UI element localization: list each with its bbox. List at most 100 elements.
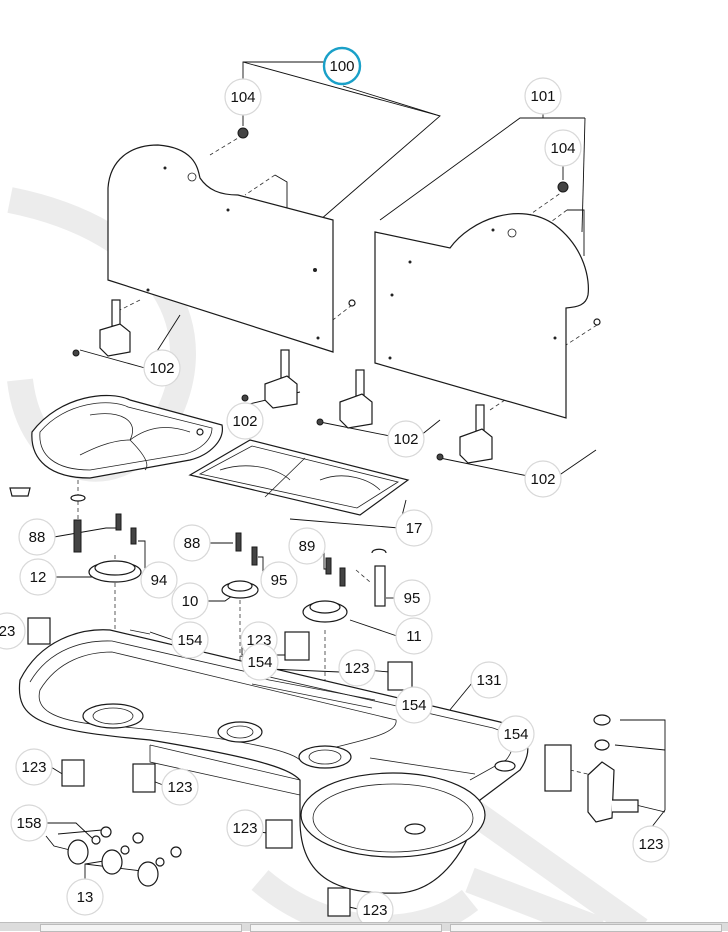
callout-circle: [470, 661, 508, 699]
callout-number: 23: [0, 623, 15, 640]
callout-circle: [10, 804, 48, 842]
hinge-bracket-3: [316, 369, 373, 429]
callout-number: 102: [149, 360, 174, 377]
control-knobs: [67, 826, 182, 887]
callout-c123e: 123: [161, 768, 199, 806]
callout-circle: [395, 686, 433, 724]
callout-number: 123: [232, 820, 257, 837]
callout-c102c: 102: [387, 420, 425, 458]
callout-number: 154: [177, 632, 202, 649]
screw-2: [593, 318, 601, 326]
callout-c123c: 123: [338, 649, 376, 687]
callout-c102a: 102: [143, 349, 181, 387]
callout-c102d: 102: [524, 460, 562, 498]
callout-number: 154: [401, 697, 426, 714]
callout-circle: [173, 524, 211, 562]
callout-c12: 12: [19, 558, 57, 596]
callout-c158: 158: [10, 804, 48, 842]
callout-c88a: 88: [18, 518, 56, 556]
callout-circle: [18, 518, 56, 556]
callout-circle: [497, 715, 535, 753]
callout-number: 102: [393, 431, 418, 448]
callout-c94: 94: [140, 561, 178, 599]
callout-number: 154: [247, 654, 272, 671]
callout-number: 101: [530, 88, 555, 105]
callout-number: 89: [299, 538, 316, 555]
callout-number: 88: [184, 535, 201, 552]
callout-circle: [66, 878, 104, 916]
callout-c154a: 154: [171, 621, 209, 659]
callout-c123h: 123: [356, 891, 394, 929]
callout-number: 123: [344, 660, 369, 677]
callout-circle: [0, 612, 26, 650]
pan-support-left: [31, 394, 223, 479]
callout-c102b: 102: [226, 402, 264, 440]
callout-c123d: 123: [15, 748, 53, 786]
callout-number: 100: [329, 58, 354, 75]
left-windshield-panel: [107, 144, 334, 353]
callout-circle: [226, 402, 264, 440]
callout-circle: [524, 77, 562, 115]
callout-circle: [143, 349, 181, 387]
callout-circle: [224, 78, 262, 116]
callout-c17: 17: [395, 509, 433, 547]
callout-c104b: 104: [544, 129, 582, 167]
callout-number: 13: [77, 889, 94, 906]
callout-number: 12: [30, 569, 47, 586]
callout-c10: 10: [171, 582, 209, 620]
callout-circle: [387, 420, 425, 458]
callout-c123g: 123: [632, 825, 670, 863]
callout-c101: 101: [524, 77, 562, 115]
callout-circle: [19, 558, 57, 596]
callout-circle: [15, 748, 53, 786]
right-windshield-panel: [374, 213, 589, 419]
screw-1: [348, 299, 356, 307]
callout-c89: 89: [288, 527, 326, 565]
callout-c95b: 95: [393, 579, 431, 617]
hob-sink-unit: [18, 629, 529, 894]
callout-number: 158: [16, 815, 41, 832]
callout-number: 123: [21, 759, 46, 776]
bottom-tab-3[interactable]: [450, 924, 722, 932]
callout-number: 102: [232, 413, 257, 430]
callout-c13: 13: [66, 878, 104, 916]
callout-circle: [288, 527, 326, 565]
callout-number: 17: [406, 520, 423, 537]
callout-number: 88: [29, 529, 46, 546]
callout-c11: 11: [395, 617, 433, 655]
callout-circle: [241, 643, 279, 681]
callout-number: 95: [404, 590, 421, 607]
bottom-tab-1[interactable]: [40, 924, 242, 932]
callout-circle: [338, 649, 376, 687]
callout-c104a: 104: [224, 78, 262, 116]
callout-number: 104: [550, 140, 575, 157]
callout-circle: [544, 129, 582, 167]
callout-number: 154: [503, 726, 528, 743]
callout-labels: 100 104 101 104 102 102 102 102 17 88 88 89 94 95 95 12…: [0, 46, 670, 929]
pan-support-right: [188, 439, 410, 516]
callout-number: 131: [476, 672, 501, 689]
callout-circle: [161, 768, 199, 806]
hinge-bracket-2: [241, 349, 298, 409]
callout-circle: [171, 621, 209, 659]
callout-c131: 131: [470, 661, 508, 699]
callout-circle: [395, 509, 433, 547]
callout-c154d: 154: [497, 715, 535, 753]
callout-circle: [393, 579, 431, 617]
callout-circle: [395, 617, 433, 655]
callout-c154c: 154: [395, 686, 433, 724]
bottom-tab-2[interactable]: [250, 924, 442, 932]
callout-number: 123: [362, 902, 387, 919]
callout-number: 11: [406, 628, 422, 645]
hinge-bracket-1: [72, 299, 131, 357]
callout-circle: [524, 460, 562, 498]
callout-number: 102: [530, 471, 555, 488]
callout-number: 94: [151, 572, 168, 589]
callout-number: 123: [638, 836, 663, 853]
callout-number: 123: [167, 779, 192, 796]
callout-c88b: 88: [173, 524, 211, 562]
callout-circle: [322, 46, 362, 86]
callout-circle: [226, 809, 264, 847]
callout-number: 95: [271, 572, 288, 589]
